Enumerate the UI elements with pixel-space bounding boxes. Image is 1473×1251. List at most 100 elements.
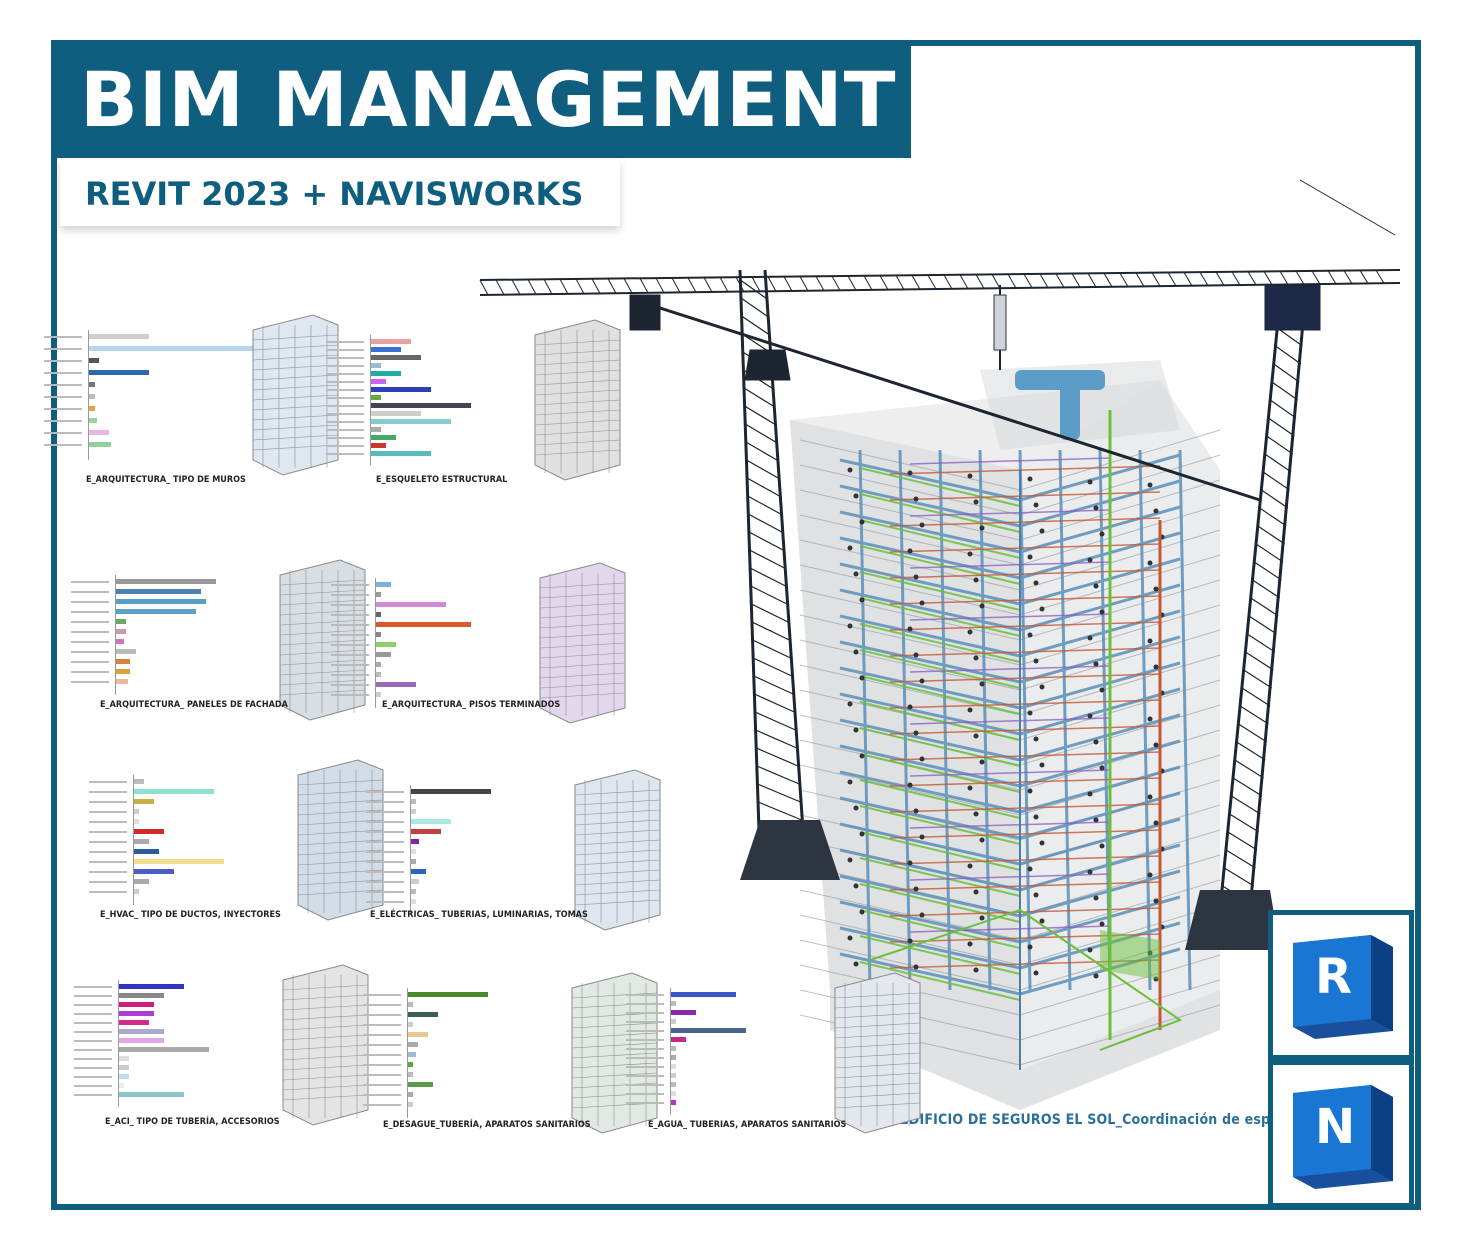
panel-caption: E_DESAGUE_TUBERÍA, APARATOS SANITARIOS xyxy=(383,1120,591,1130)
panel-bar xyxy=(371,451,431,456)
panel-bar xyxy=(376,672,381,677)
panel-bar-label xyxy=(71,601,109,603)
panel-building-thumbnail xyxy=(282,964,369,1126)
panel-bar xyxy=(116,619,126,624)
panel-bar xyxy=(89,358,99,363)
panel-bar-label xyxy=(326,445,364,447)
panel-bar xyxy=(134,879,149,884)
panel-bar xyxy=(376,592,381,597)
panel-bar-label xyxy=(326,413,364,415)
panel-bar-label xyxy=(74,1094,112,1096)
panel-bar-label xyxy=(626,994,664,996)
panel-bar-label xyxy=(89,861,127,863)
panel-bar-label xyxy=(71,611,109,613)
panel-bar-label xyxy=(626,1003,664,1005)
panel-bar-label xyxy=(89,821,127,823)
panel-bar xyxy=(116,659,130,664)
panel-bar xyxy=(411,809,416,814)
panel-bar-label xyxy=(626,1039,664,1041)
panel-bar-label xyxy=(366,821,404,823)
panel-bar-label xyxy=(74,995,112,997)
panel-bar-label xyxy=(326,357,364,359)
panel-bar-label xyxy=(626,1057,664,1059)
panel-bar-label xyxy=(331,614,369,616)
panel-bar-chart xyxy=(670,988,786,1115)
panel-bar xyxy=(119,1065,129,1070)
navisworks-icon xyxy=(1293,1085,1393,1189)
panel-building-thumbnail xyxy=(834,972,921,1134)
panel-bar-label xyxy=(326,437,364,439)
panel-bar xyxy=(376,652,391,657)
panel-bar-label xyxy=(331,654,369,656)
panel-bar xyxy=(371,339,411,344)
panel-bar-label xyxy=(331,604,369,606)
panel-bar-label xyxy=(326,341,364,343)
panel-bar-label xyxy=(331,644,369,646)
panel-bar xyxy=(408,1002,413,1007)
panel-caption: E_ARQUITECTURA_ TIPO DE MUROS xyxy=(86,475,246,485)
panel-bar xyxy=(134,849,159,854)
panel-caption: E_ELÉCTRICAS_ TUBERIAS, LUMINARIAS, TOMA… xyxy=(370,910,588,920)
panel-bar-label xyxy=(89,881,127,883)
panel-bar xyxy=(119,984,184,989)
panel-bar-label xyxy=(626,1075,664,1077)
panel-bar xyxy=(411,829,441,834)
panel-bar-label xyxy=(44,372,82,374)
panel-caption: E_ACI_ TIPO DE TUBERÍA, ACCESORIOS xyxy=(105,1117,280,1127)
panel-bar xyxy=(671,992,736,997)
panel-bar-label xyxy=(44,336,82,338)
panel-bar-label xyxy=(89,841,127,843)
panel-bar-label xyxy=(331,664,369,666)
panel-bar xyxy=(89,346,319,351)
panel-bar xyxy=(371,427,381,432)
panel-bar-label xyxy=(89,781,127,783)
panel-bar xyxy=(371,403,471,408)
panel-bar xyxy=(371,387,431,392)
panel-bar-label xyxy=(363,1094,401,1096)
panel-bar xyxy=(116,609,196,614)
panel-bar xyxy=(376,662,381,667)
panel-bar-label xyxy=(44,348,82,350)
panel-bar-label xyxy=(89,831,127,833)
water-pipes xyxy=(859,467,1021,1001)
panel-bar xyxy=(119,1083,124,1088)
panel-bar-label xyxy=(71,581,109,583)
panel-bar-label xyxy=(71,651,109,653)
panel-bar-label xyxy=(326,421,364,423)
panel-bar-label xyxy=(363,1084,401,1086)
panel-caption: E_HVAC_ TIPO DE DUCTOS, INYECTORES xyxy=(100,910,281,920)
panel-bar xyxy=(671,1055,676,1060)
panel-bar xyxy=(376,692,381,697)
panel-bar xyxy=(371,395,381,400)
panel-bar-label xyxy=(89,851,127,853)
panel-bar-label xyxy=(363,1074,401,1076)
panel-bar xyxy=(134,819,139,824)
panel-bar-label xyxy=(71,671,109,673)
panel-bar xyxy=(119,1047,209,1052)
panel-bar-label xyxy=(366,811,404,813)
panel-bar-label xyxy=(363,1104,401,1106)
panel-bar-label xyxy=(71,631,109,633)
panel-bar xyxy=(411,799,416,804)
panel-bar xyxy=(671,1100,676,1105)
panel-bar xyxy=(134,809,139,814)
panel-bar xyxy=(116,589,201,594)
panel-bar xyxy=(89,418,97,423)
panel-bar-label xyxy=(71,641,109,643)
panel-bar-label xyxy=(363,1024,401,1026)
panel-bar xyxy=(376,612,381,617)
panel-bar-label xyxy=(74,1013,112,1015)
panel-bar-label xyxy=(366,881,404,883)
panel-bar-label xyxy=(44,432,82,434)
panel-bar xyxy=(408,1072,413,1077)
panel-bar-label xyxy=(366,851,404,853)
panel-bar xyxy=(371,411,421,416)
panel-bar-label xyxy=(366,831,404,833)
panel-bar-label xyxy=(44,408,82,410)
panel-caption: E_AGUA_ TUBERIAS, APARATOS SANITARIOS xyxy=(648,1120,847,1130)
panel-bar xyxy=(89,334,149,339)
panel-bar xyxy=(411,819,451,824)
panel-bar-label xyxy=(326,349,364,351)
panel-bar xyxy=(134,799,154,804)
panel-bar-label xyxy=(331,674,369,676)
